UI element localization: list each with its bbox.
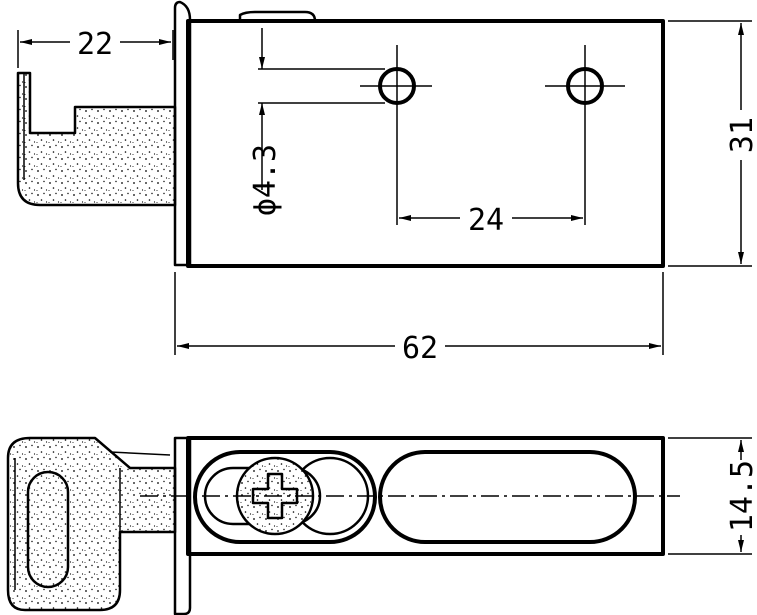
bottom-clamp-body [6,436,177,612]
dim-31: 31 [668,20,757,267]
dim-31-label: 31 [725,117,757,153]
dim-62-label: 62 [402,331,438,366]
slot-right [378,450,637,544]
dim-hole-diameter: ϕ4.3 [248,144,283,216]
dim-24-label: 24 [468,203,504,238]
clamp-slot [26,470,70,589]
dim-24: 24 [399,203,583,238]
dim-62: 62 [174,272,664,366]
dim-22: 22 [17,27,174,68]
dim-hole-diameter-label: ϕ4.3 [248,144,283,216]
slot-left [193,450,377,544]
bottom-view [6,436,680,615]
top-view [16,0,665,268]
bottom-flange [173,436,192,615]
top-flange [173,0,192,267]
top-clamp-body [16,71,177,207]
top-plate [186,19,665,268]
dim-14-5-label: 14.5 [725,460,757,532]
dim-22-label: 22 [77,27,113,62]
dim-14-5: 14.5 [668,437,757,555]
